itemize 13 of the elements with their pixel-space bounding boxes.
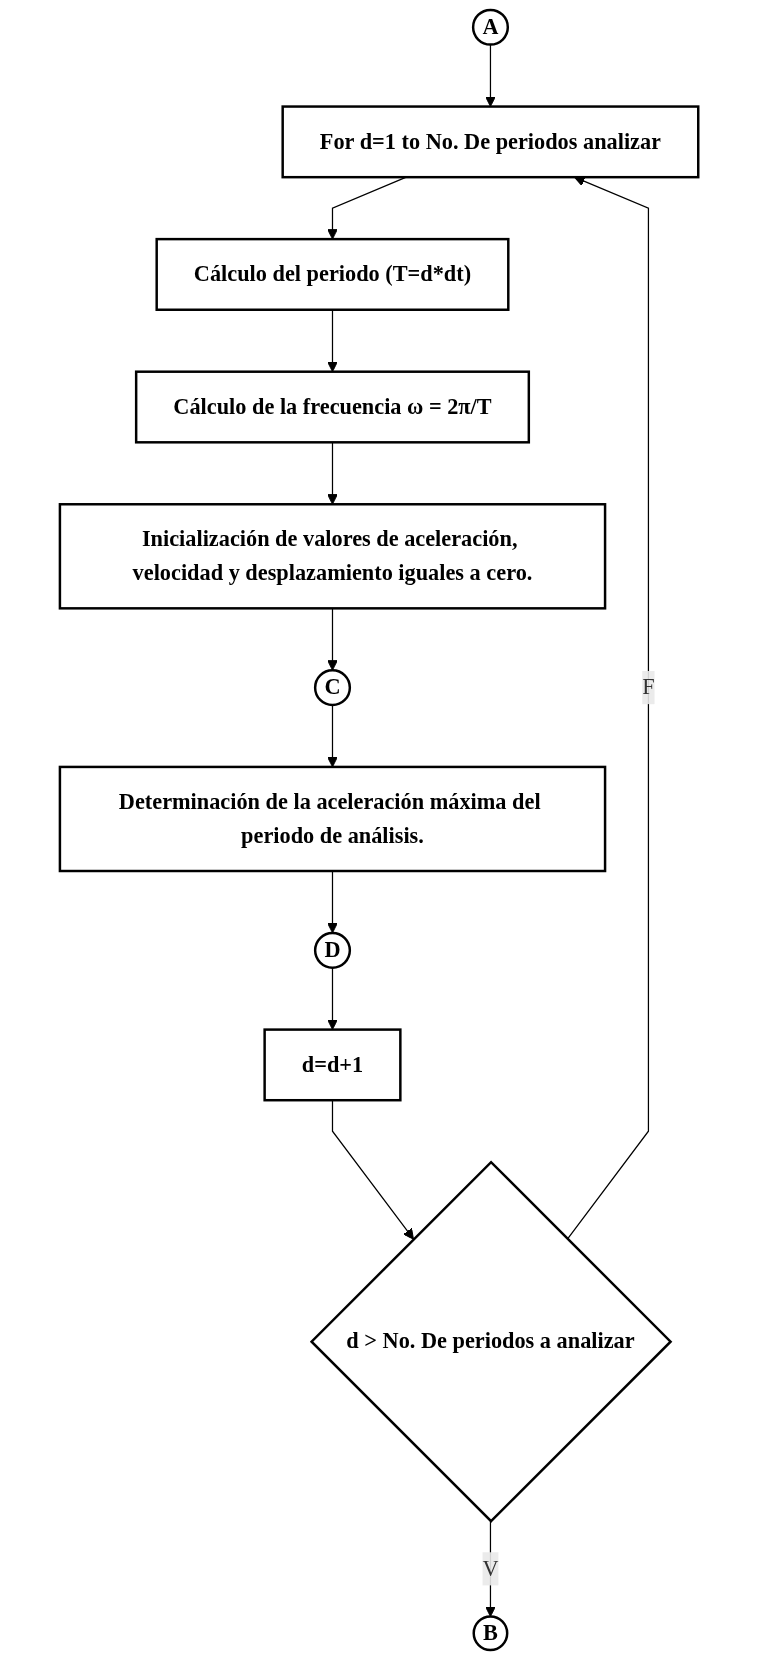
edge-label: F — [642, 674, 655, 700]
node-box: Determinación de la aceleración máxima del periodo de análisis. — [58, 765, 607, 873]
node-circle: D — [313, 931, 351, 969]
node-box: For d=1 to No. De periodos analizar — [281, 105, 700, 179]
node-diamond: d > No. De periodos a analizar — [309, 1160, 673, 1523]
node-box: Cálculo del periodo (T=d*dt) — [155, 237, 510, 311]
node-circle: B — [472, 1615, 509, 1652]
edge-label: V — [482, 1555, 499, 1581]
node-box: Cálculo de la frecuencia ω = 2π/T — [134, 370, 530, 444]
node-box: d=d+1 — [263, 1028, 402, 1102]
node-circle: A — [471, 8, 509, 46]
node-box: Inicialización de valores de aceleración, velocidad y desplazamiento iguales a cero. — [58, 503, 607, 610]
node-circle: C — [313, 669, 351, 707]
